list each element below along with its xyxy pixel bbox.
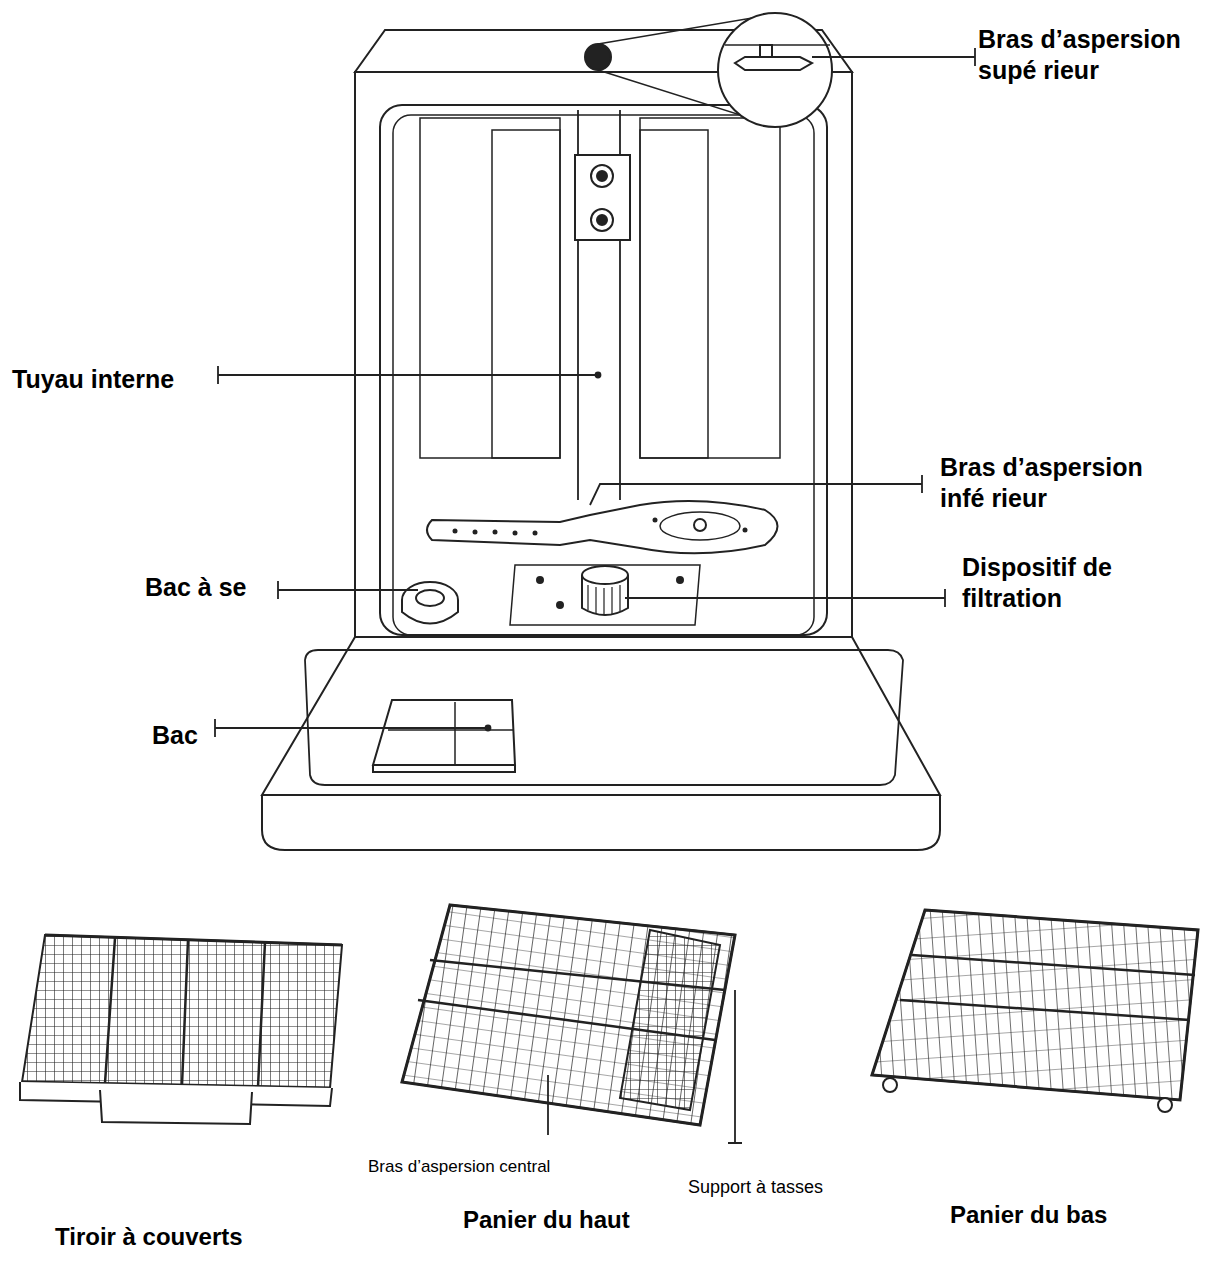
part-label: Panier du haut <box>463 1205 693 1235</box>
part-label: Panier du bas <box>950 1200 1180 1230</box>
cutlery-drawer <box>20 935 342 1124</box>
lower-basket <box>872 910 1198 1112</box>
part-label: Bras d’aspersion supé rieur <box>978 24 1221 87</box>
part-label: Bac à se <box>145 572 285 603</box>
part-label: Dispositif de filtration <box>962 552 1162 615</box>
part-label: Bras d’aspersion infé rieur <box>940 452 1185 515</box>
part-label: Support à tasses <box>688 1176 908 1199</box>
part-label: Bras d’aspersion central <box>368 1156 668 1177</box>
upper-basket <box>402 905 735 1125</box>
part-label: Bac <box>152 720 222 751</box>
part-label: Tuyau interne <box>12 364 222 395</box>
part-label: Tiroir à couverts <box>55 1222 315 1252</box>
machine-body <box>262 13 940 850</box>
